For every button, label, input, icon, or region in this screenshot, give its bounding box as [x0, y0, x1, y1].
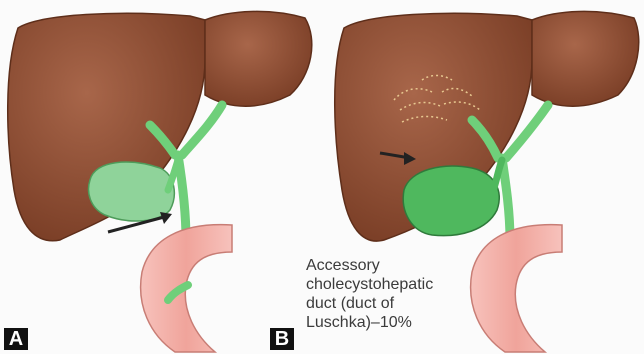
- gallbladder: [89, 162, 175, 221]
- figure-caption: Accessory cholecystohepatic duct (duct o…: [306, 256, 496, 332]
- gallbladder: [403, 166, 499, 236]
- panel-a: A: [0, 0, 322, 354]
- liver-left-lobe: [532, 11, 639, 106]
- caption-line: duct (duct of: [306, 294, 496, 313]
- panel-label-b: B: [270, 328, 294, 350]
- cystic-duct: [494, 160, 502, 188]
- panel-a-illustration: [0, 0, 322, 354]
- liver-left-lobe: [205, 11, 312, 106]
- caption-line: cholecystohepatic: [306, 275, 496, 294]
- panel-label-a: A: [4, 328, 28, 350]
- caption-line: Luschka)–10%: [306, 313, 496, 332]
- caption-line: Accessory: [306, 256, 496, 275]
